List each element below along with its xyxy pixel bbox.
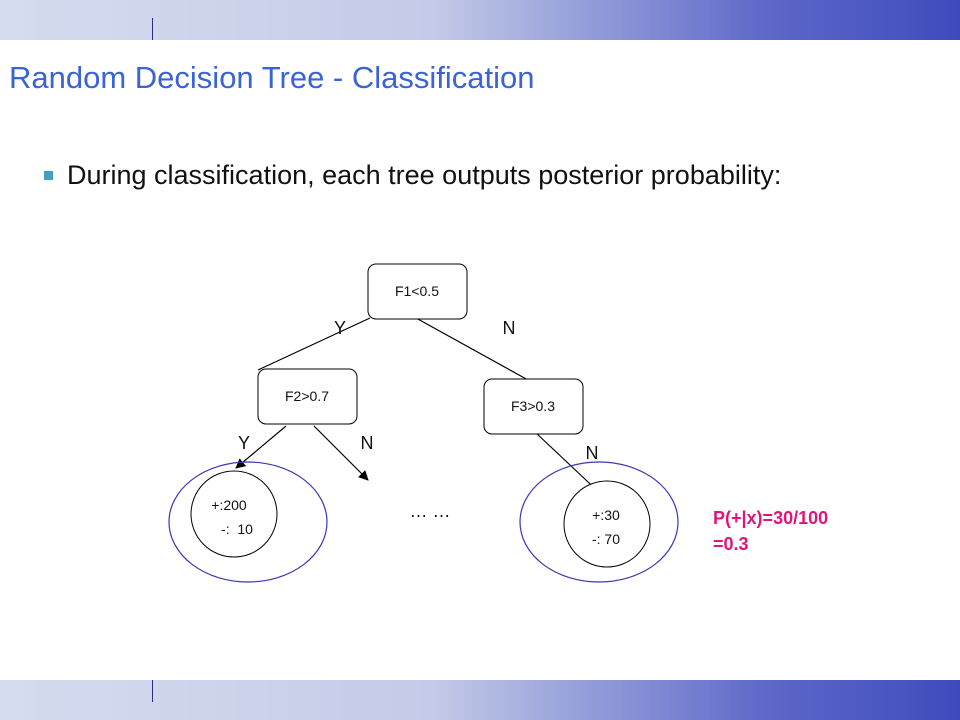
edge-root-right <box>415 317 529 381</box>
bottom-banner <box>0 680 960 720</box>
root-left-label: Y <box>334 318 346 338</box>
root-node-label: F1<0.5 <box>395 283 439 299</box>
leaf-right-line2: -: 70 <box>592 531 620 547</box>
edge-left-right <box>313 425 369 481</box>
right-down-label: N <box>586 443 599 463</box>
left-left-label: Y <box>238 433 250 453</box>
root-node <box>367 263 468 320</box>
posterior-result: P(+|x)=30/100 =0.3 <box>713 505 828 557</box>
left-node-label: F2>0.7 <box>285 388 329 404</box>
leaf-right <box>563 480 651 568</box>
right-node-label: F3>0.3 <box>511 398 555 414</box>
top-banner <box>0 0 960 40</box>
leaf-left-line1: +:200 <box>211 497 247 513</box>
right-node <box>483 378 584 435</box>
root-right-label: N <box>503 318 516 338</box>
bullet-text: During classification, each tree outputs… <box>67 160 782 190</box>
top-divider <box>152 18 153 40</box>
edge-root-left <box>257 317 371 371</box>
leaf-left <box>190 470 278 558</box>
more-nodes-ellipsis: … … <box>409 501 450 521</box>
highlight-ellipse-right <box>519 461 679 583</box>
highlight-ellipse-left <box>168 461 328 583</box>
bottom-divider <box>152 680 153 702</box>
slide-title: Random Decision Tree - Classification <box>9 60 535 95</box>
bullet-item: During classification, each tree outputs… <box>44 160 781 191</box>
square-bullet-icon <box>44 171 53 180</box>
left-right-label: N <box>361 433 374 453</box>
posterior-value: =0.3 <box>713 534 749 554</box>
leaf-left-line2: -: 10 <box>221 521 253 537</box>
left-node <box>257 368 358 425</box>
posterior-formula: P(+|x)=30/100 <box>713 508 829 528</box>
edge-left-leaf <box>235 425 287 469</box>
leaf-right-line1: +:30 <box>592 507 620 523</box>
